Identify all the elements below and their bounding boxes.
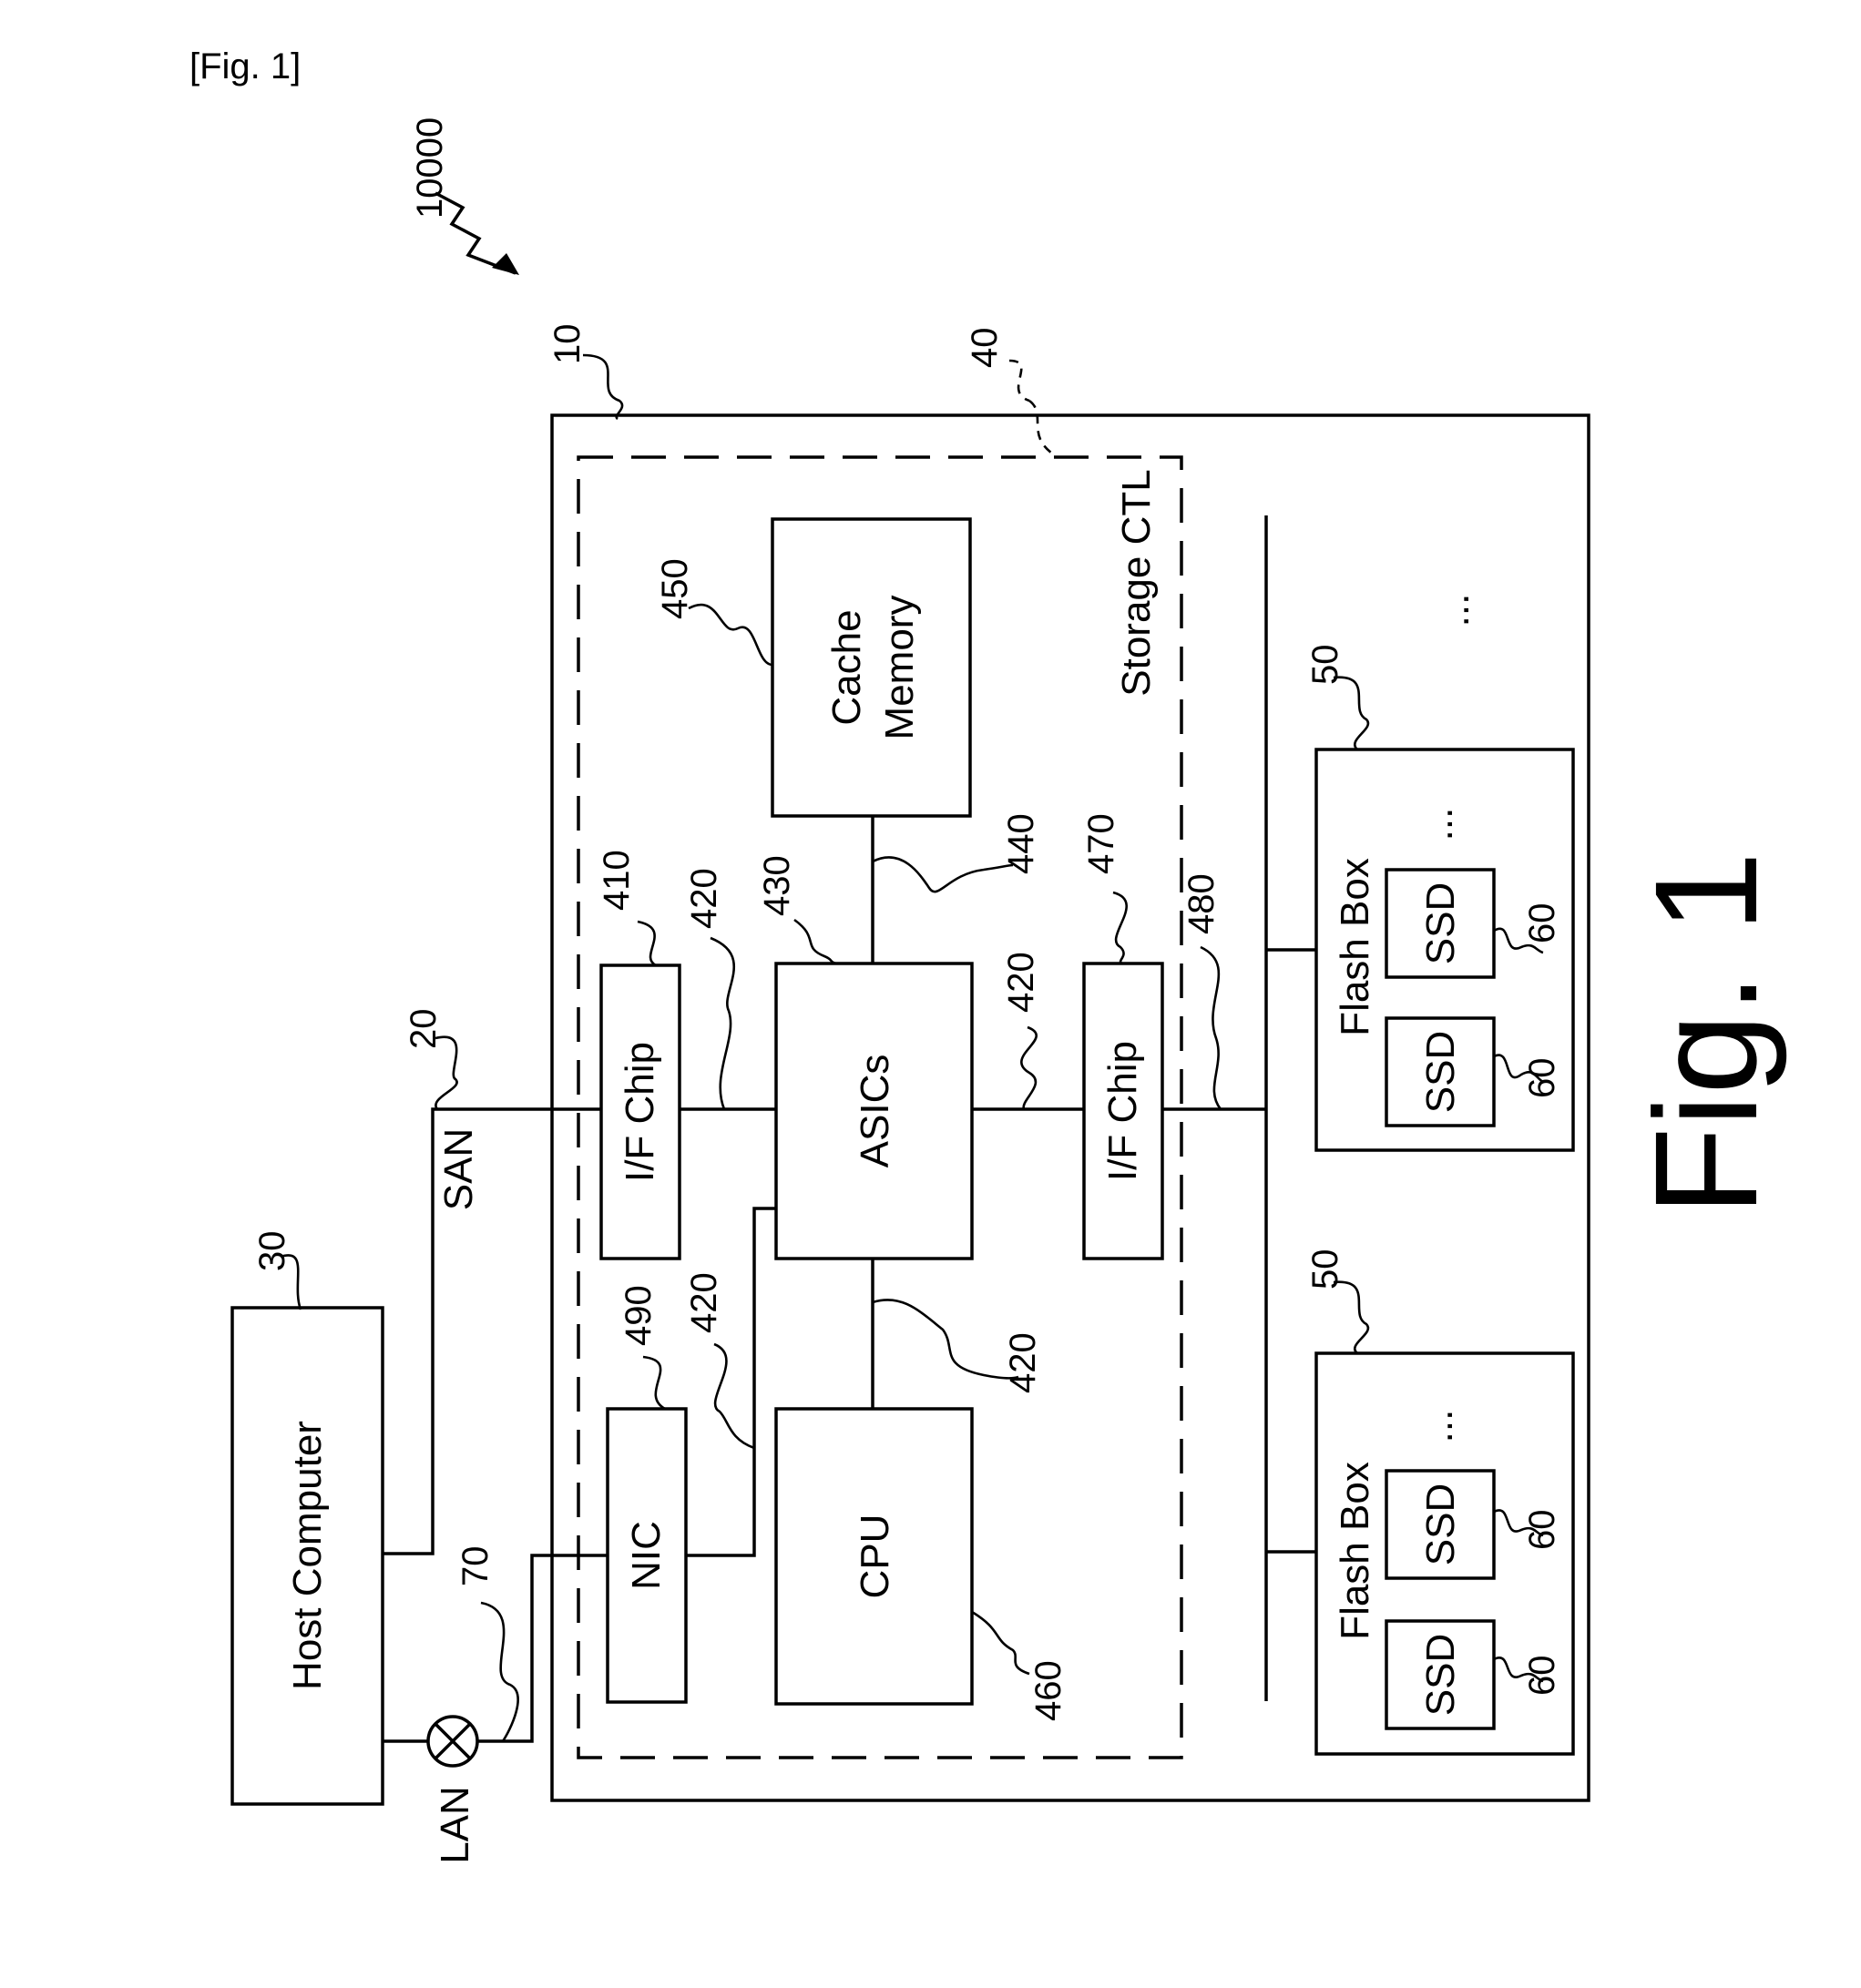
backend-bus-ref: 480 [1181,873,1222,934]
flash-box-1-ref-leader [1334,678,1368,749]
disk-if-chip-label: I/F Chip [1100,1041,1145,1181]
lan-ref: 70 [455,1546,496,1587]
bus-ref-4: 420 [1003,1332,1043,1393]
cache-memory-label-line1: Cache [824,609,869,725]
lan-ref-leader [481,1603,518,1741]
cache-bus-ref-leader [873,857,1013,892]
disk-if-chip-ref-leader [1113,892,1127,963]
nic-ref-leader [643,1357,665,1409]
cache-memory-ref: 450 [655,558,695,619]
cpu-ref: 460 [1028,1660,1069,1721]
system-ref-label: 10000 [410,117,450,219]
cache-memory-label-line2: Memory [877,596,922,740]
bus-nic-to-asics [686,1208,776,1555]
disk-if-chip-box: I/F Chip [1084,963,1162,1259]
nic-ref: 490 [619,1285,659,1346]
storage-system-ref: 10 [547,324,588,365]
flash-box-2-ref-leader [1334,1282,1368,1353]
asics-ref: 430 [757,855,797,916]
lan-hub-icon [428,1717,477,1766]
bus-ref-2-leader [1021,1027,1036,1109]
flash-box-1-label: Flash Box [1333,858,1377,1036]
flash-box-1-ssd-2-label: SSD [1418,1031,1463,1113]
cache-memory-box: Cache Memory [772,519,970,816]
lan-label: LAN [433,1786,477,1864]
bus-ref-2: 420 [1001,952,1041,1013]
host-if-chip-box: I/F Chip [601,965,680,1259]
storage-ctl-ref-leader-2 [1029,401,1055,455]
figure-header: [Fig. 1] [189,46,301,87]
disk-if-chip-ref: 470 [1081,813,1121,874]
flash-box-2-ssd-2-label: SSD [1418,1634,1463,1716]
cache-memory-ref-leader [689,605,772,665]
flash-box-1-ssd-1-label: SSD [1418,882,1463,964]
flash-box-2-ssd-1-ref: 60 [1522,1510,1562,1551]
flash-box-2-ref: 50 [1305,1249,1345,1290]
cpu-label: CPU [853,1514,897,1599]
asics-label: ASICs [853,1055,897,1168]
bus-ref-3-leader [714,1344,754,1448]
system-ref-arrowhead [492,253,519,275]
host-if-chip-ref: 410 [597,850,637,911]
asics-ref-leader [794,920,836,963]
flash-box-1-ellipsis: ... [1416,808,1461,841]
host-computer-box: Host Computer [232,1308,383,1804]
flash-box-2-ellipsis: ... [1416,1410,1461,1443]
storage-ctl-ref-leader [1009,361,1029,401]
bus-ref-3: 420 [684,1272,724,1333]
cpu-box: CPU [776,1409,972,1704]
more-flash-boxes-ellipsis: ... [1433,594,1478,627]
figure-caption: Fig. 1 [1624,851,1787,1216]
host-if-chip-label: I/F Chip [618,1042,662,1182]
storage-ctl-label: Storage CTL [1114,469,1159,696]
nic-label: NIC [624,1521,669,1590]
nic-box: NIC [608,1409,686,1702]
flash-box-1-ssd-1-ref: 60 [1522,903,1562,944]
host-if-chip-ref-leader [638,922,656,965]
host-computer-label: Host Computer [285,1421,330,1690]
flash-box-2-ssd-1-label: SSD [1418,1483,1463,1565]
storage-ctl-ref: 40 [965,328,1005,369]
cpu-ref-leader [972,1612,1029,1674]
host-computer-ref: 30 [252,1231,292,1272]
san-label: SAN [436,1128,481,1210]
flash-box-2-label: Flash Box [1333,1462,1377,1640]
asics-box: ASICs [776,963,972,1259]
bus-ref-1-leader [711,938,734,1109]
flash-box-1-ssd-2-ref: 60 [1522,1058,1562,1099]
san-ref: 20 [404,1009,444,1050]
bus-ref-1: 420 [684,868,724,929]
backend-bus-ref-leader [1201,947,1221,1109]
storage-system-ref-leader [583,355,622,419]
bus-ref-4-leader [873,1300,1018,1378]
flash-box-1-ref: 50 [1305,645,1345,686]
flash-box-2-ssd-2-ref: 60 [1522,1656,1562,1697]
